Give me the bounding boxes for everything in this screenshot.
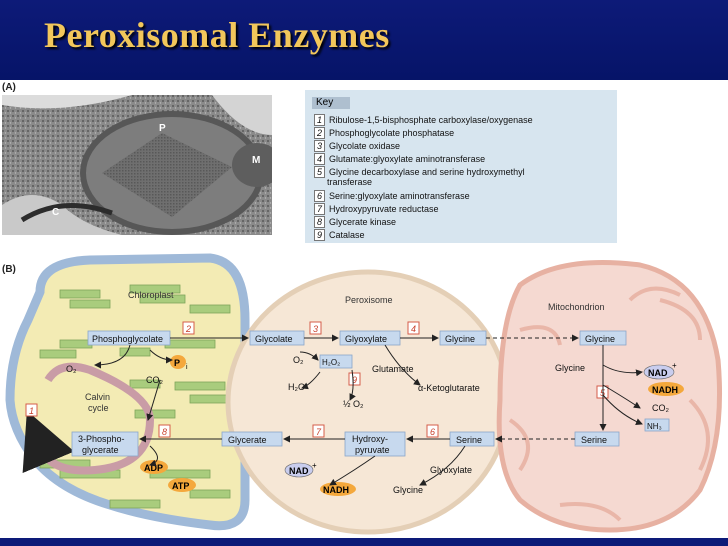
mitochondrion-label: Mitochondrion bbox=[548, 302, 605, 312]
photorespiration-diagram: Chloroplast Peroxisome Mitochondrion Cal… bbox=[5, 253, 722, 535]
glyoxylate-label: Glyoxylate bbox=[430, 465, 472, 475]
calvin-cycle-label: Calvin bbox=[85, 392, 110, 402]
glycolate-label: Glycolate bbox=[255, 334, 293, 344]
mitochondrion bbox=[496, 260, 722, 533]
enzyme-number: 1 bbox=[29, 406, 34, 416]
glyoxylate-label: Glyoxylate bbox=[345, 334, 387, 344]
enzyme-number: 6 bbox=[430, 427, 435, 437]
peroxisome bbox=[225, 269, 511, 535]
nadh-label: NADH bbox=[323, 485, 349, 495]
co2-label: CO₂ bbox=[146, 375, 164, 385]
glycine-label: Glycine bbox=[393, 485, 423, 495]
adp-oval bbox=[140, 460, 168, 474]
pi-label: P bbox=[174, 358, 180, 368]
co2-label: CO₂ bbox=[652, 403, 670, 413]
glycine-label: Glycine bbox=[555, 363, 585, 373]
chloroplast-label: Chloroplast bbox=[128, 290, 174, 300]
nh3-label: NH₃ bbox=[647, 422, 662, 431]
slide-title: Peroxisomal Enzymes bbox=[44, 15, 390, 55]
pi-subscript: i bbox=[186, 364, 188, 371]
nad-oval bbox=[284, 462, 314, 478]
panel-a-label: (A) bbox=[2, 82, 16, 93]
micrograph-label-p: P bbox=[159, 123, 166, 134]
hydroxypyruvate-label: pyruvate bbox=[355, 445, 390, 455]
micrograph-label-m: M bbox=[252, 155, 260, 166]
glutamate-label: Glutamate bbox=[372, 364, 414, 374]
enzyme-number: 2 bbox=[185, 324, 191, 334]
atp-label: ATP bbox=[172, 481, 189, 491]
nad-plus: + bbox=[672, 361, 677, 370]
phosphoglycerate-label: glycerate bbox=[82, 445, 119, 455]
key-item-continued: transferase bbox=[327, 177, 373, 187]
phosphoglycerate-label: 3-Phospho- bbox=[78, 434, 125, 444]
serine-label: Serine bbox=[456, 435, 482, 445]
h2o2-label: H₂O₂ bbox=[322, 358, 340, 367]
pi-oval bbox=[170, 355, 186, 369]
phosphoglycolate-label: Phosphoglycolate bbox=[92, 334, 163, 344]
atp-oval bbox=[168, 478, 196, 492]
enzyme-number: 8 bbox=[162, 427, 167, 437]
enzyme-number: 7 bbox=[316, 427, 322, 437]
micrograph-label-c: C bbox=[52, 207, 59, 218]
hydroxypyruvate-box bbox=[344, 431, 406, 457]
title-bar: Peroxisomal Enzymes bbox=[0, 0, 728, 80]
nad-plus: + bbox=[312, 461, 317, 470]
glycine-label: Glycine bbox=[445, 334, 475, 344]
key-title: Key bbox=[312, 97, 350, 109]
nad-label: NAD bbox=[289, 466, 309, 476]
nad-label: NAD bbox=[648, 368, 668, 378]
ketoglutarate-label: α-Ketoglutarate bbox=[418, 383, 480, 393]
panel-b-label: (B) bbox=[2, 264, 16, 275]
h2o2-box bbox=[319, 354, 353, 369]
serine-label: Serine bbox=[581, 435, 607, 445]
nadh-oval bbox=[320, 482, 356, 496]
calvin-cycle-label: cycle bbox=[88, 403, 109, 413]
enzyme-number: 9 bbox=[352, 375, 357, 385]
nadh-oval-mito bbox=[648, 382, 684, 396]
o2-label: O₂ bbox=[293, 355, 304, 365]
glycine-label: Glycine bbox=[585, 334, 615, 344]
h2o-label: H₂O bbox=[288, 382, 305, 392]
cristae bbox=[508, 286, 710, 522]
peroxisome-label: Peroxisome bbox=[345, 295, 393, 305]
electron-micrograph: P M C bbox=[2, 95, 272, 235]
enzyme-number: 3 bbox=[313, 324, 318, 334]
enzyme-number: 4 bbox=[411, 324, 416, 334]
o2-label: O₂ bbox=[66, 364, 77, 374]
adp-label: ADP bbox=[144, 463, 163, 473]
bottom-bar bbox=[0, 538, 728, 546]
nad-oval-mito bbox=[643, 364, 675, 380]
hydroxypyruvate-label: Hydroxy- bbox=[352, 434, 388, 444]
glycerate-label: Glycerate bbox=[228, 435, 267, 445]
nh3-box bbox=[644, 418, 670, 432]
enzyme-key bbox=[305, 90, 617, 243]
half-o2-label: ½ O₂ bbox=[343, 399, 364, 409]
nadh-label: NADH bbox=[652, 385, 678, 395]
phosphoglycerate-box bbox=[71, 431, 139, 457]
